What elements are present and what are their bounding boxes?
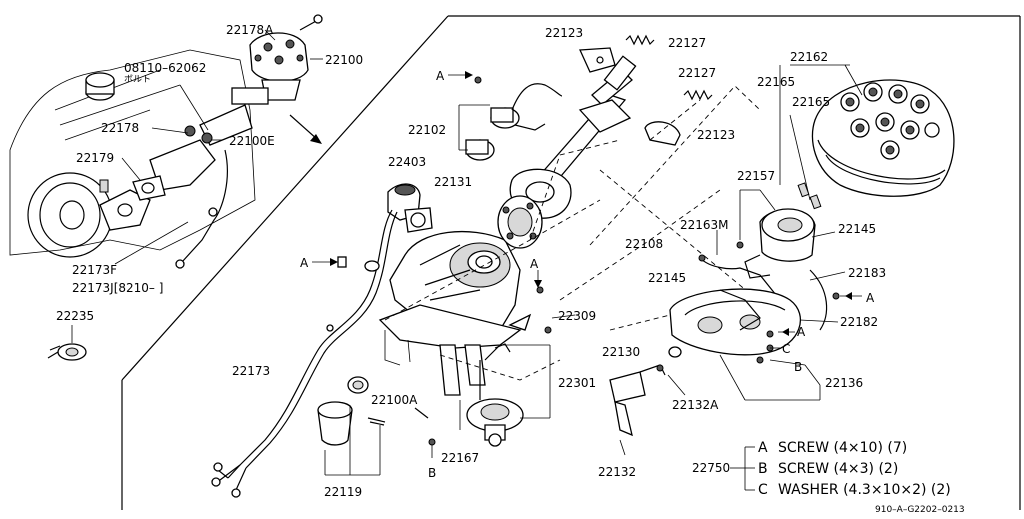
- parts-22119: [317, 376, 436, 476]
- legend-letter-c: C: [758, 482, 768, 498]
- vacuum-advance-22301: [466, 344, 524, 447]
- callout-22301: 22301: [558, 376, 596, 390]
- callout-22173: 22173: [232, 364, 270, 378]
- engine-inset: [9, 14, 323, 269]
- callout-22119: 22119: [324, 485, 362, 499]
- callout-bolt-jp: ボルト: [124, 74, 151, 85]
- legend-text-a: SCREW (4×10) (7): [778, 440, 907, 456]
- distributor-housing: [378, 230, 522, 396]
- callout-22100: 22100: [325, 53, 363, 67]
- callout-22182: 22182: [840, 315, 878, 329]
- cap-22162: [779, 64, 955, 210]
- harness-22173: [211, 183, 433, 498]
- arrow-a-left: [312, 256, 347, 268]
- callout-22403: 22403: [388, 155, 426, 169]
- legend-letter-a: A: [758, 440, 768, 456]
- dashed-guides: [384, 85, 771, 381]
- callout-22235: 22235: [56, 309, 94, 323]
- rotor-22157: [698, 189, 836, 331]
- callout-22132A: 22132A: [672, 398, 719, 412]
- callout-A-right2: A: [797, 325, 806, 339]
- callout-22136: 22136: [825, 376, 863, 390]
- callout-22750: 22750: [692, 461, 730, 475]
- legend: A SCREW (4×10) (7) B SCREW (4×3) (2) C W…: [758, 440, 951, 498]
- callout-22157: 22157: [737, 169, 775, 183]
- callout-22127-mid: 22127: [678, 66, 716, 80]
- footer-code: 910–A–G2202–0213: [875, 505, 965, 515]
- callout-22165-b: 22165: [792, 95, 830, 109]
- callout-22123-mid: 22123: [697, 128, 735, 142]
- callout-22108: 22108: [625, 237, 663, 251]
- callout-22132: 22132: [598, 465, 636, 479]
- callout-22309: 22309: [558, 309, 596, 323]
- callout-A-top: A: [436, 69, 445, 83]
- callout-22178A: 22178: [226, 23, 264, 37]
- cap-towers: [840, 82, 940, 160]
- callout-22130: 22130: [602, 345, 640, 359]
- callout-B-bottom: B: [428, 466, 436, 480]
- arrow-a-top: [448, 71, 473, 79]
- center-screws: [459, 270, 576, 430]
- callout-22131: 22131: [434, 175, 472, 189]
- legend-bracket: [730, 446, 755, 491]
- callout-A-right1: A: [866, 291, 875, 305]
- part-22235-clip: [47, 325, 87, 361]
- callout-22179: 22179: [76, 151, 114, 165]
- callout-B-right: B: [794, 360, 802, 374]
- callout-08110-62062: 08110–62062: [124, 61, 206, 75]
- callout-C: C: [782, 342, 790, 356]
- callout-22123-top: 22123: [545, 26, 583, 40]
- callout-22163M: 22163M: [680, 218, 729, 232]
- callout-22145-b: 22145: [648, 271, 686, 285]
- callout-22102: 22102: [408, 123, 446, 137]
- breaker-plate-22136: [669, 271, 862, 401]
- callout-22162: 22162: [790, 50, 828, 64]
- callout-A-left: A: [300, 256, 309, 270]
- shaft-22108: [497, 34, 713, 249]
- callout-22173F: 22173F: [72, 263, 117, 277]
- callout-22127-top: 22127: [668, 36, 706, 50]
- callout-22183: 22183: [848, 266, 886, 280]
- panel-frame: [121, 15, 1021, 510]
- callout-22167: 22167: [441, 451, 479, 465]
- callout-22173J: 22173J[8210– ]: [72, 281, 163, 295]
- legend-text-c: WASHER (4.3×10×2) (2): [778, 482, 951, 498]
- callout-22100E: 22100E: [229, 134, 275, 148]
- callout-A-center: A: [530, 257, 539, 271]
- callout-22145-a: 22145: [838, 222, 876, 236]
- callout-22165-a: 22165: [757, 75, 795, 89]
- callout-22178A-letter: A: [265, 23, 274, 37]
- callout-22178: 22178: [101, 121, 139, 135]
- legend-letter-b: B: [758, 461, 768, 477]
- callout-labels: 22178 A 08110–62062 ボルト 22100 22178 2210…: [56, 23, 886, 499]
- callout-22100A: 22100A: [371, 393, 418, 407]
- legend-text-b: SCREW (4×3) (2): [778, 461, 898, 477]
- condenser-22102: [458, 76, 563, 161]
- pickup-22132: [609, 346, 686, 456]
